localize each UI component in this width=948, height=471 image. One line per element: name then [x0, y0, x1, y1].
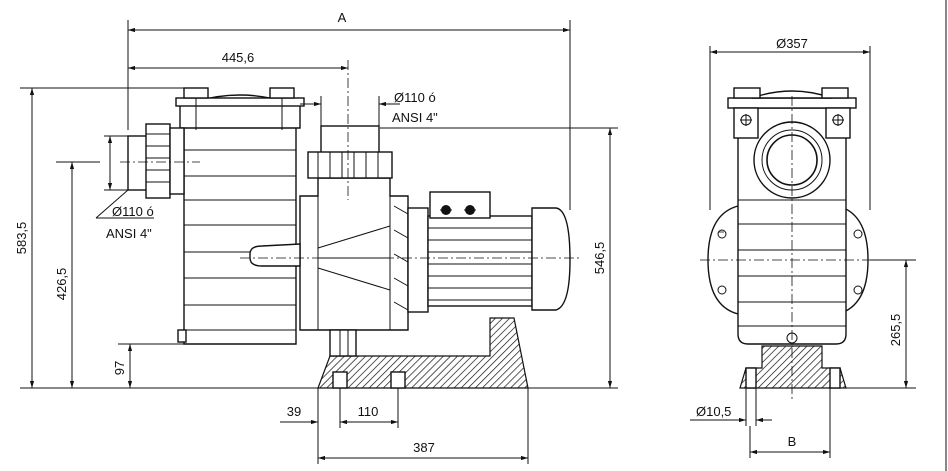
dim-front-axis-height: 265,5	[846, 259, 916, 389]
front-view: Ø357 265,5 Ø10,5 B	[690, 36, 916, 458]
dim-base-to-strainer: 97	[112, 343, 184, 388]
front-base	[739, 345, 847, 389]
dim-mount-hole: Ø10,5	[690, 388, 772, 426]
dim-base-to-strainer-label: 97	[112, 361, 127, 375]
inlet-union	[127, 123, 185, 199]
inlet-callout: Ø110 ó ANSI 4"	[95, 135, 154, 241]
dim-strainer-offset-label: 445,6	[222, 50, 255, 65]
dim-base-bottom: 39 110 387	[280, 388, 529, 464]
dim-base-width-label: B	[788, 434, 797, 449]
dim-strainer-offset: 445,6	[128, 50, 348, 71]
dim-motor-height: 546,5	[380, 127, 618, 389]
pump-volute	[249, 177, 409, 357]
dim-total-height-label: 583,5	[14, 222, 29, 255]
outlet-callout: Ø110 ó ANSI 4"	[300, 90, 438, 126]
inlet-spec-line2: ANSI 4"	[106, 226, 152, 241]
dim-total-height: 583,5	[14, 87, 318, 389]
motor	[407, 191, 571, 313]
dim-base-length-label: 387	[413, 440, 435, 455]
dim-base-hole-spacing-label: 110	[358, 404, 379, 419]
inlet-spec-line1: Ø110 ó	[112, 204, 154, 219]
dim-inlet-axis-height: 426,5	[54, 161, 100, 388]
outlet-spec-line1: Ø110 ó	[394, 90, 436, 105]
dim-strainer-diameter: Ø357	[709, 36, 871, 210]
dim-overall-length: A	[127, 10, 571, 210]
dim-motor-height-label: 546,5	[592, 242, 607, 275]
dim-overall-length-label: A	[338, 10, 347, 25]
dim-mount-hole-label: Ø10,5	[696, 404, 731, 419]
outlet-spec-line2: ANSI 4"	[392, 110, 438, 125]
dim-inlet-axis-height-label: 426,5	[54, 268, 69, 301]
dim-front-axis-height-label: 265,5	[888, 314, 903, 347]
dim-base-foot-label: 39	[287, 404, 301, 419]
outlet-union	[307, 125, 393, 179]
dim-base-width: B	[749, 388, 831, 458]
dim-strainer-diameter-label: Ø357	[776, 36, 808, 51]
strainer-housing	[175, 87, 305, 345]
side-view: A 445,6 Ø110 ó ANSI 4" Ø110 ó ANSI 4"	[14, 10, 618, 464]
